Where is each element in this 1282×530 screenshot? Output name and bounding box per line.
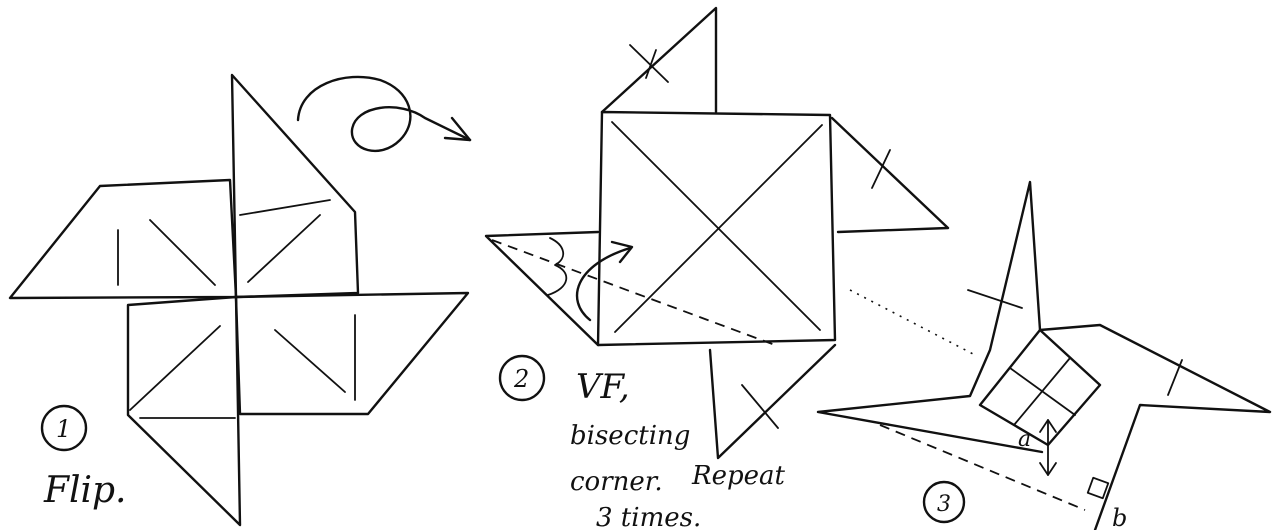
step2-number: 2 bbox=[513, 365, 529, 393]
step2-instruction-line1: VF, bbox=[576, 367, 630, 407]
step2-crease-arrow bbox=[871, 149, 891, 189]
step1-flip-arrowhead bbox=[443, 116, 472, 142]
step3-crease-arrow bbox=[967, 289, 1023, 309]
step2-fold-arrow bbox=[575, 246, 632, 322]
step2-bottom-flap bbox=[708, 343, 837, 460]
step3-point-label-a: a bbox=[1018, 427, 1031, 452]
step3-center-square bbox=[978, 328, 1102, 447]
step1-crease bbox=[129, 325, 221, 411]
step3-star-outline bbox=[816, 180, 1272, 530]
step1-crease bbox=[239, 199, 331, 216]
step1-instruction: Flip. bbox=[43, 470, 127, 511]
step2-crease-arrow bbox=[629, 44, 669, 83]
step2-crease-arrow bbox=[741, 384, 779, 429]
step1-crease bbox=[247, 214, 321, 283]
step3-fold-line bbox=[879, 424, 1086, 511]
step2-instruction-line4: Repeat bbox=[691, 461, 785, 491]
step3-number-circle bbox=[922, 480, 966, 524]
step2-figure: 2 VF, bisecting corner. Repeat 3 times. bbox=[484, 6, 976, 530]
step1-crease bbox=[274, 329, 346, 393]
step2-instruction-line2: bisecting bbox=[570, 421, 690, 451]
step2-top-flap bbox=[600, 6, 718, 114]
step1-flip-arrow bbox=[296, 75, 472, 152]
step3-arrowhead bbox=[1039, 419, 1057, 433]
step2-crease-arrow bbox=[645, 49, 657, 79]
step1-lower-right-flap bbox=[234, 291, 470, 416]
step1-lower-left-flap bbox=[126, 295, 242, 527]
step3-point-label-b: b bbox=[1112, 504, 1127, 530]
step3-crease-arrow bbox=[1167, 359, 1183, 396]
step1-number: 1 bbox=[56, 415, 71, 443]
step2-instruction-line3: corner. bbox=[570, 467, 663, 497]
step2-instruction-line5: 3 times. bbox=[596, 503, 701, 530]
step1-upper-left-flap bbox=[8, 178, 238, 300]
step2-to-step3-connector bbox=[849, 289, 976, 356]
step2-diagonal bbox=[614, 124, 823, 333]
step1-pinwheel-figure: 1 Flip. bbox=[8, 73, 472, 527]
step2-fold-arrowhead bbox=[610, 240, 634, 264]
step2-left-flap bbox=[484, 230, 600, 347]
step3-figure: 3 a b bbox=[816, 180, 1272, 530]
step3-arrowhead bbox=[1039, 462, 1057, 476]
step2-diagonal bbox=[611, 121, 821, 331]
step3-right-angle-marker bbox=[1086, 476, 1110, 500]
step3-number: 3 bbox=[937, 492, 951, 517]
step2-number-circle bbox=[498, 354, 546, 402]
step2-angle-mark bbox=[547, 237, 568, 296]
step2-center-square bbox=[596, 110, 837, 347]
step2-right-flap bbox=[830, 116, 950, 234]
step1-number-circle bbox=[40, 404, 88, 452]
step2-valley-fold-line bbox=[491, 239, 776, 346]
step3-center-crease bbox=[1013, 357, 1071, 426]
step1-upper-right-flap bbox=[230, 73, 360, 299]
step1-crease bbox=[149, 219, 216, 286]
